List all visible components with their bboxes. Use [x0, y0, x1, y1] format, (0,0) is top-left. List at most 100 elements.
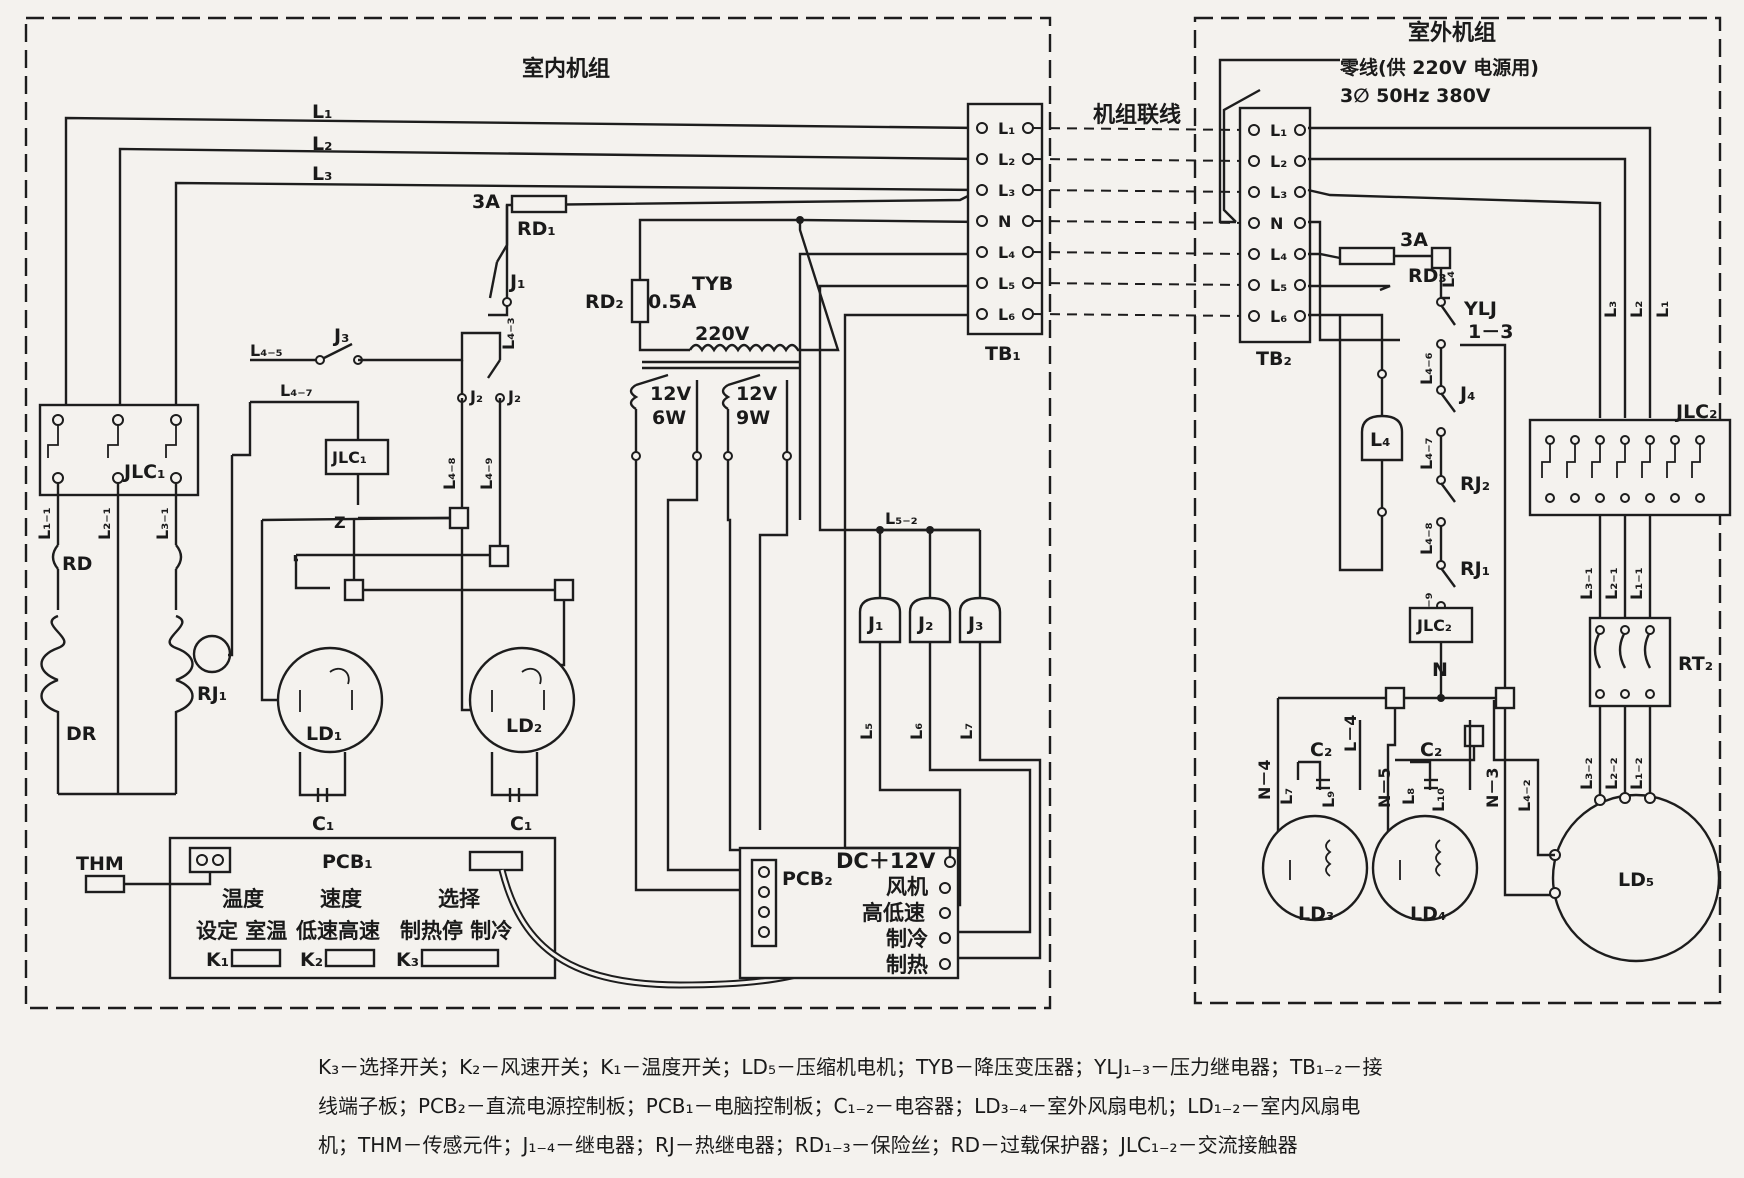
tb2-terminal-in: [1248, 124, 1260, 136]
tb2-terminal-label: L₁: [1270, 121, 1287, 140]
tb1-terminal-out: [1022, 215, 1034, 227]
fuse-rd3-label: RD₃: [1408, 265, 1447, 287]
neutral-note: 零线(供 220V 电源用): [1339, 56, 1539, 79]
overload-rd: [51, 544, 183, 610]
jlc2-contact-bottom: [1570, 493, 1580, 503]
wire-label-l-4: L－4: [1341, 715, 1360, 752]
temp-switch-k1[interactable]: [230, 948, 282, 968]
link-wire: [1032, 189, 1250, 193]
indoor-fan-motor-ld2: [468, 646, 576, 754]
secondary-2-power: 9W: [736, 407, 770, 429]
k2-label: K₂: [300, 949, 323, 971]
rj2-label: RJ₂: [1460, 473, 1490, 495]
pcb2-speed-label: 高低速: [862, 901, 925, 925]
rj1-label: RJ₁: [197, 683, 227, 705]
pcb2-label: PCB₂: [782, 868, 833, 890]
wire-label-l2-1-out: L₂₋₁: [1602, 567, 1621, 600]
jlc2-contact-bottom: [1620, 493, 1630, 503]
compressor-motor-ld5: [1551, 793, 1721, 963]
coil-j2-label: J₂: [916, 613, 933, 635]
tb2-terminal-out: [1294, 186, 1306, 198]
jlc2-contact-bottom: [1545, 493, 1555, 503]
sensor-thm: [84, 874, 126, 894]
wire-label-l4-out: L₄: [1439, 271, 1458, 288]
wire-label-l9: L₉: [1319, 791, 1338, 808]
outdoor-supply-lines: [1218, 58, 1652, 418]
outdoor-fan-motor-ld4: [1371, 814, 1479, 922]
tb2-terminal-in: [1248, 217, 1260, 229]
coil-j1-label: J₁: [866, 613, 883, 635]
relay-coils: [858, 530, 1042, 960]
electric-heater-dr: [40, 610, 194, 796]
link-wire: [1032, 158, 1250, 162]
speed-switch-k2[interactable]: [324, 948, 376, 968]
tb2-terminal-in: [1248, 310, 1260, 322]
indoor-unit-title: 室内机组: [522, 56, 610, 82]
wire-label-l2-2: L₂₋₂: [1602, 757, 1621, 790]
rt2-label: RT₂: [1678, 653, 1713, 675]
mode-switch-k3[interactable]: [420, 948, 500, 968]
jlc2-contact-blade: [1641, 444, 1651, 478]
relay-contact-j1: [488, 205, 512, 307]
j2-label-a: J₂: [469, 387, 483, 406]
wire-label-l3-out: L₃: [1601, 301, 1620, 318]
outdoor-unit-title: 室外机组: [1408, 20, 1496, 46]
pcb2-cool-label: 制冷: [886, 927, 928, 951]
wire-label-l4-9: L₄₋₉: [477, 457, 496, 490]
tb2-terminal-label: L₂: [1270, 152, 1287, 171]
jlc2-contact-top: [1620, 435, 1630, 445]
k1-label: K₁: [206, 949, 229, 971]
wire-label-l5: L₅: [857, 723, 876, 740]
supply-spec: 3∅ 50Hz 380V: [1340, 85, 1491, 107]
wire-label-l10: L₁₀: [1429, 788, 1448, 812]
wire-label-l1-1: L₁₋₁: [35, 507, 54, 540]
secondary-1-power: 6W: [652, 407, 686, 429]
ld4-label: LD₄: [1410, 903, 1446, 925]
tb1-terminal-in: [976, 153, 988, 165]
wire-label-l4-2: L₄₋₂: [1515, 779, 1534, 812]
wire-label-n-5: N－5: [1375, 767, 1394, 808]
coil-j3-label: J₃: [966, 613, 983, 635]
jlc2-coil-label: JLC₂: [1416, 616, 1452, 635]
pcb1-temp-options: 设定 室温: [196, 919, 287, 943]
wire-label-l6: L₆: [907, 723, 926, 740]
secondary-2-voltage: 12V: [736, 383, 777, 405]
fuse-rd3-rating: 3A: [1400, 229, 1428, 251]
wire-label-l4-7: L₄₋₇: [280, 381, 313, 400]
jlc2-contact-blade: [1591, 444, 1601, 478]
jlc2-contact-top: [1570, 435, 1580, 445]
tb1-terminal-label: L₅: [998, 274, 1015, 293]
tb2-terminal-label: L₅: [1270, 276, 1287, 295]
secondary-1-voltage: 12V: [650, 383, 691, 405]
fuse-rd3: [1338, 246, 1396, 266]
pcb1-speed-label: 速度: [320, 887, 362, 911]
tb1-terminal-in: [976, 184, 988, 196]
tb2-terminal-out: [1294, 248, 1306, 260]
jlc2-label: JLC₂: [1674, 401, 1717, 423]
wire-label-l4-5: L₄₋₅: [250, 341, 283, 360]
junction-wiring: [260, 506, 575, 702]
pcb1-speed-options: 低速高速: [295, 919, 380, 943]
wire-label-l3-1-out: L₃₋₁: [1577, 567, 1596, 600]
jlc2-contact-bottom: [1695, 493, 1705, 503]
jlc2-contact-blade: [1616, 444, 1626, 478]
wire-label-l4-8-out: L₄₋₈: [1417, 522, 1436, 555]
thermal-relay-rj1: [192, 634, 232, 674]
tb1-terminal-label: L₃: [998, 181, 1015, 200]
jlc2-contact-blade: [1666, 444, 1676, 478]
tb2-terminal-out: [1294, 310, 1306, 322]
wire-label-l4-7-out: L₄₋₇: [1417, 437, 1436, 470]
pcb1-mode-options: 制热停 制冷: [400, 919, 512, 943]
rj1-out-label: RJ₁: [1460, 558, 1490, 580]
coil-l4-label: L₄: [1370, 429, 1390, 451]
primary-voltage: 220V: [695, 323, 750, 345]
jlc1-coil-label: JLC₁: [331, 448, 367, 467]
tb2-terminal-out: [1294, 217, 1306, 229]
transformer-secondary-wires: [634, 460, 789, 892]
indoor-unit-boundary: [24, 16, 1052, 1010]
tb1-terminal-label: L₆: [998, 305, 1015, 324]
tb1-terminal-label: L₂: [998, 150, 1015, 169]
link-wire: [1032, 282, 1250, 286]
tb2-terminal-out: [1294, 155, 1306, 167]
wire-label-l5-2: L₅₋₂: [885, 509, 918, 528]
